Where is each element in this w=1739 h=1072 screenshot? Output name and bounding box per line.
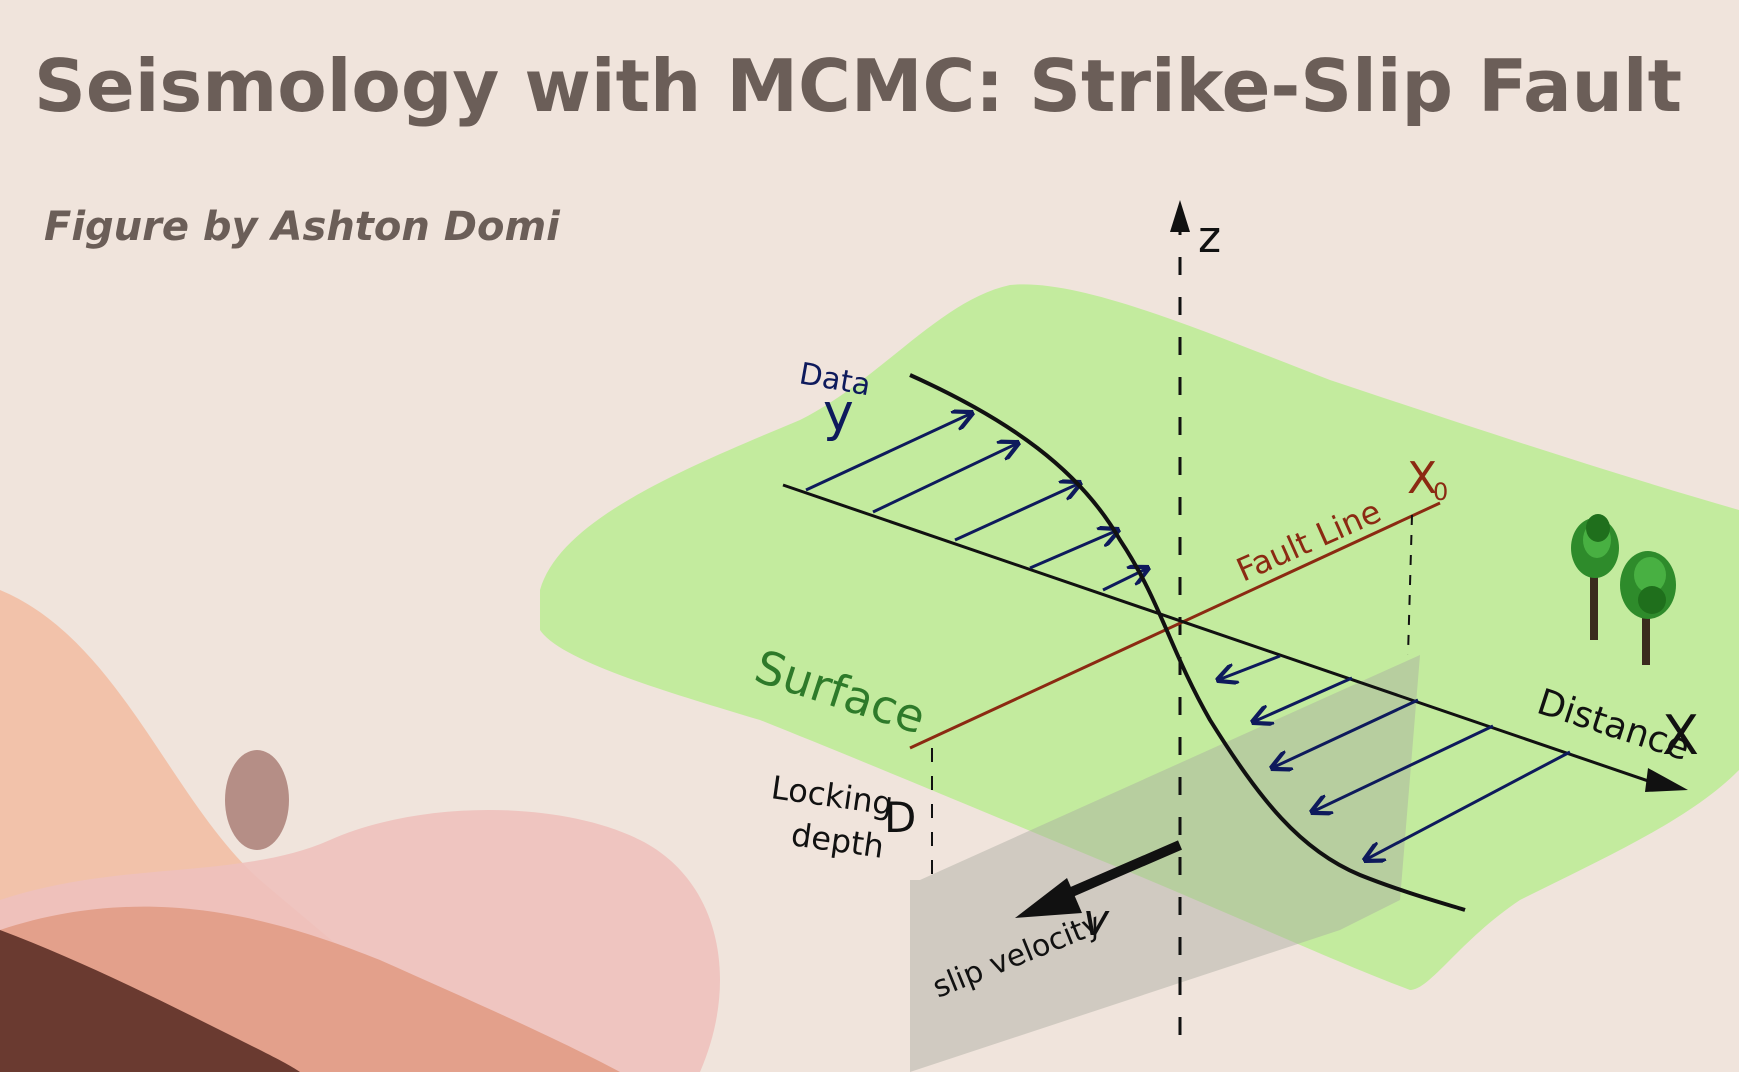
page-title: Seismology with MCMC: Strike-Slip Fault	[34, 44, 1683, 128]
slip-velocity-symbol: v	[1083, 895, 1110, 946]
y-axis-label: y	[823, 383, 854, 443]
distance-axis	[782, 483, 1661, 787]
surface-plane	[540, 284, 1739, 990]
decorative-blobs	[0, 590, 720, 1072]
x0-label: X	[1407, 453, 1437, 504]
locking-depth-dash-right	[1407, 514, 1413, 656]
locking-depth-label-line2: depth	[789, 815, 887, 866]
locking-depth-label-line1: Locking	[769, 768, 896, 823]
x0-subscript: 0	[1433, 478, 1448, 506]
page-subtitle: Figure by Ashton Domi	[44, 204, 560, 250]
fault-line	[909, 501, 1441, 750]
z-axis-arrowhead	[1170, 200, 1190, 232]
x-axis-label: X	[1662, 704, 1699, 767]
z-axis-label: z	[1198, 212, 1221, 263]
tree-icon	[1571, 514, 1676, 665]
data-arrows-left	[805, 413, 1148, 592]
data-arrows-right	[1218, 654, 1571, 860]
distance-axis-arrowhead	[1645, 768, 1688, 792]
locking-depth-symbol: D	[884, 793, 916, 842]
velocity-profile-curve	[909, 373, 1466, 912]
slip-velocity-arrow	[1058, 840, 1182, 902]
slip-velocity-arrowhead	[1015, 878, 1082, 918]
